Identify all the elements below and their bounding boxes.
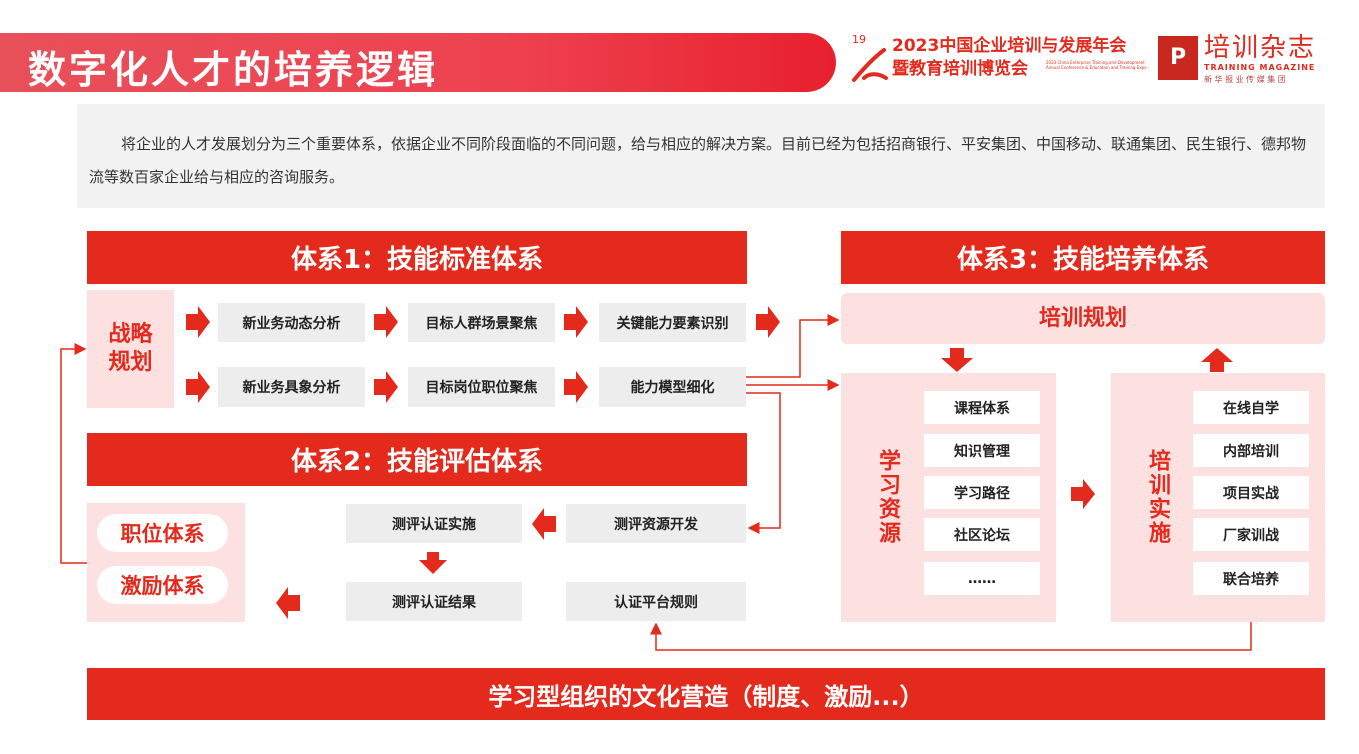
step-box: 测评认证实施 <box>346 504 522 543</box>
loop-connector <box>60 343 97 564</box>
intro-text: 将企业的人才发展划分为三个重要体系，依据企业不同阶段面临的不同问题，给与相应的解… <box>77 104 1325 208</box>
to-assessment-connector <box>746 392 781 534</box>
system3-header: 体系3：技能培养体系 <box>841 231 1325 284</box>
arrow-right-icon <box>564 371 588 403</box>
resource-item: 学习路径 <box>924 476 1040 509</box>
training-implementation-label: 培训实施 <box>1145 449 1170 545</box>
step-box: 关键能力要素识别 <box>599 303 746 342</box>
step-box: 目标岗位职位聚焦 <box>408 367 555 407</box>
implementation-item: 厂家训战 <box>1193 518 1309 551</box>
step-box: 能力模型细化 <box>599 367 746 407</box>
arrow-left-icon <box>276 587 300 619</box>
learning-resources-box: 学习资源 课程体系 知识管理 学习路径 社区论坛 …… <box>841 373 1056 622</box>
step-box: 新业务具象分析 <box>218 367 365 407</box>
event-logo: 19 2023中国企业培训与发展年会 暨教育培训博览会 2023 China E… <box>850 34 1150 84</box>
outputs-box: 职位体系 激励体系 <box>87 503 245 622</box>
position-system-pill: 职位体系 <box>97 514 228 552</box>
training-implementation-box: 培训实施 在线自学 内部培训 项目实战 厂家训战 联合培养 <box>1111 373 1325 622</box>
page-title: 数字化人才的培养逻辑 <box>28 48 439 92</box>
implementation-item: 在线自学 <box>1193 391 1309 424</box>
arrow-right-icon <box>186 371 210 403</box>
training-planning-box: 培训规划 <box>841 293 1325 344</box>
to-planning-connector <box>746 314 840 378</box>
arrow-right-icon <box>564 306 588 338</box>
arrow-right-icon <box>756 306 780 338</box>
step-box: 目标人群场景聚焦 <box>408 303 555 342</box>
arrow-down-icon <box>419 552 447 574</box>
arrow-up-icon <box>1201 348 1233 372</box>
implementation-item: 项目实战 <box>1193 476 1309 509</box>
step-box: 测评认证结果 <box>346 582 522 621</box>
strategy-planning-box: 战略 规划 <box>87 290 174 408</box>
incentive-system-pill: 激励体系 <box>97 566 228 604</box>
logo-mark-icon <box>852 48 888 82</box>
arrow-right-icon <box>374 371 398 403</box>
feedback-connector <box>650 595 1252 651</box>
implementation-item: 联合培养 <box>1193 562 1309 595</box>
resource-item: 知识管理 <box>924 434 1040 467</box>
system1-header: 体系1：技能标准体系 <box>87 231 747 284</box>
learning-resources-label: 学习资源 <box>875 449 900 545</box>
resource-item: …… <box>924 562 1040 595</box>
magazine-logo: P 培训杂志 TRAINING MAGAZINE 新 华 报 业 传 媒 集 团 <box>1158 34 1353 86</box>
arrow-left-icon <box>532 508 556 540</box>
page-title-banner: 数字化人才的培养逻辑 <box>0 33 836 92</box>
resource-item: 课程体系 <box>924 391 1040 424</box>
arrow-down-icon <box>941 348 973 372</box>
implementation-item: 内部培训 <box>1193 434 1309 467</box>
step-box: 测评资源开发 <box>566 504 746 543</box>
magazine-logo-icon: P <box>1158 36 1198 80</box>
arrow-right-icon <box>186 306 210 338</box>
step-box: 新业务动态分析 <box>218 303 365 342</box>
arrow-right-icon <box>1071 479 1095 509</box>
culture-footer-bar: 学习型组织的文化营造（制度、激励...） <box>87 668 1325 720</box>
arrow-right-icon <box>374 306 398 338</box>
step-box: 认证平台规则 <box>566 582 746 621</box>
resource-item: 社区论坛 <box>924 518 1040 551</box>
system2-header: 体系2：技能评估体系 <box>87 433 747 486</box>
